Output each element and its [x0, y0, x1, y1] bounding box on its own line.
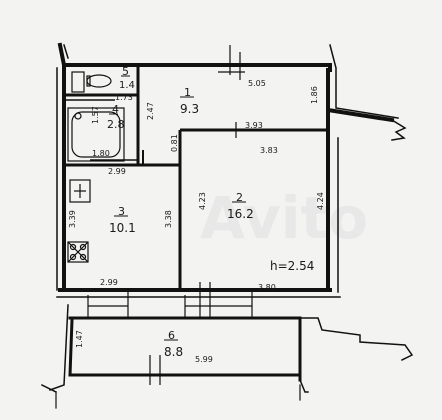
toilet-fixture: [71, 71, 112, 93]
dim-3-80: 3.80: [258, 283, 276, 292]
dim-5-99: 5.99: [195, 355, 213, 364]
dim-3-93: 3.93: [245, 121, 263, 130]
room-5-area: 1.4: [119, 80, 135, 91]
room-1-number: 1: [184, 86, 191, 99]
dim-2-99-top: 2.99: [108, 167, 126, 176]
dim-1-73: 1.73: [115, 93, 133, 102]
dim-2-99-bottom: 2.99: [100, 278, 118, 287]
room-6-number: 6: [168, 329, 175, 342]
room-3-area: 10.1: [109, 221, 136, 235]
interior-walls: [64, 65, 328, 290]
room-1-area: 9.3: [180, 102, 199, 116]
room-5-number: 5: [122, 65, 129, 78]
dim-3-39: 3.39: [68, 210, 77, 228]
dim-0-81: 0.81: [170, 134, 179, 152]
ceiling-height: h=2.54: [270, 259, 314, 273]
room-6-area: 8.8: [164, 345, 183, 359]
dim-2-47: 2.47: [146, 102, 155, 120]
room-4-area: 2.8: [107, 118, 125, 131]
dim-1-57: 1.57: [91, 106, 100, 124]
watermark: Avito: [200, 184, 368, 252]
outer-walls: [40, 42, 414, 409]
dim-5-05: 5.05: [248, 79, 266, 88]
dim-1-47: 1.47: [75, 330, 84, 348]
dim-1-80: 1.80: [92, 149, 110, 158]
bathtub-fixture: [67, 107, 125, 162]
room-2-number: 2: [236, 191, 243, 204]
room-3-number: 3: [118, 205, 125, 218]
dim-4-23: 4.23: [198, 192, 207, 210]
dim-3-83: 3.83: [260, 146, 278, 155]
room-4-number: 4: [112, 103, 119, 116]
dim-4-24: 4.24: [316, 192, 325, 210]
sink-fixture: [69, 179, 91, 203]
dim-3-38: 3.38: [164, 210, 173, 228]
windows: [87, 45, 253, 385]
stove-fixture: [67, 241, 89, 263]
dim-1-86: 1.86: [310, 86, 319, 104]
room-2-area: 16.2: [227, 207, 254, 221]
